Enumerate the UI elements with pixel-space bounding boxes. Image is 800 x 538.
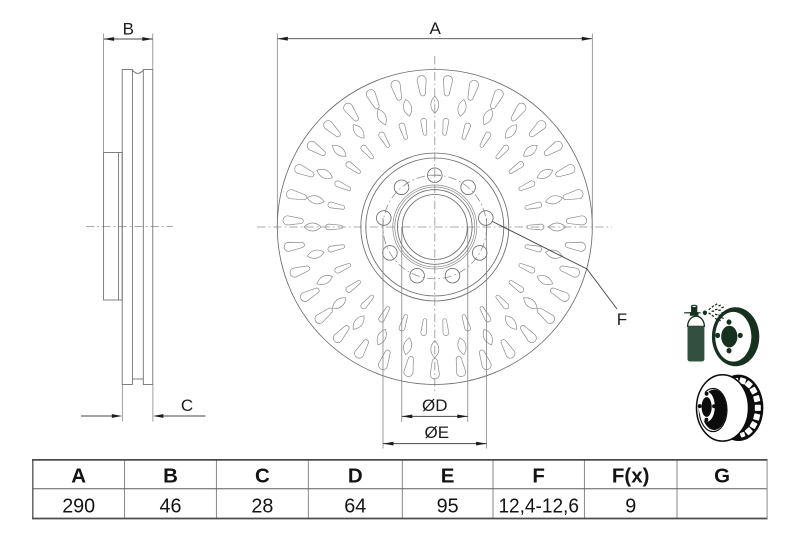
- svg-text:ØD: ØD: [422, 396, 448, 415]
- svg-text:12,4-12,6: 12,4-12,6: [498, 495, 579, 517]
- svg-text:290: 290: [62, 495, 95, 517]
- svg-text:28: 28: [251, 495, 273, 517]
- svg-text:E: E: [441, 465, 455, 488]
- svg-text:9: 9: [625, 495, 636, 517]
- svg-text:A: A: [71, 465, 86, 488]
- svg-text:G: G: [714, 465, 730, 488]
- svg-text:F: F: [617, 310, 627, 329]
- svg-text:F(x): F(x): [612, 465, 650, 488]
- svg-text:B: B: [123, 20, 134, 39]
- svg-text:A: A: [430, 19, 442, 38]
- svg-text:95: 95: [437, 495, 459, 517]
- svg-text:C: C: [181, 396, 193, 415]
- svg-text:D: D: [348, 465, 363, 488]
- svg-text:64: 64: [344, 495, 366, 517]
- svg-text:C: C: [255, 465, 270, 488]
- svg-text:46: 46: [160, 495, 182, 517]
- svg-text:B: B: [163, 465, 178, 488]
- svg-text:F: F: [532, 465, 545, 488]
- svg-text:ØE: ØE: [425, 423, 450, 442]
